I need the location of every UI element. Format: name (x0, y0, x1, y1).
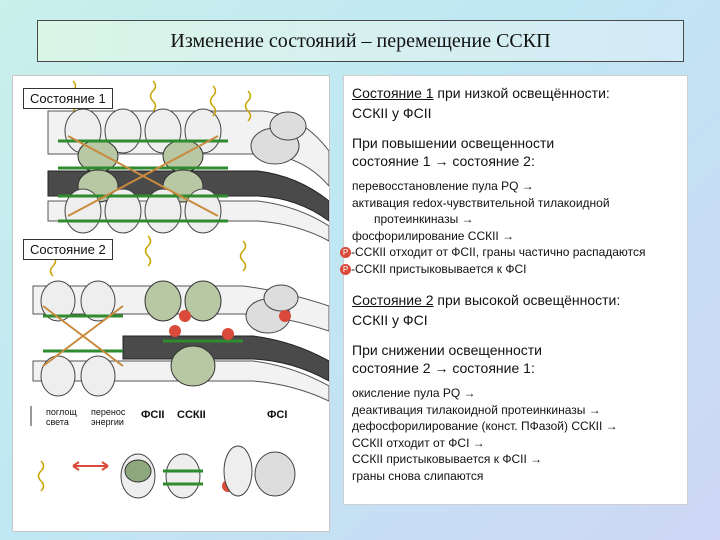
legend-lhc2-label: ССКII (177, 409, 206, 421)
state1-heading-rest: при низкой освещённости: (433, 85, 610, 101)
state2-complexes (40, 280, 299, 397)
legend-ps2-label: ФСII (141, 409, 165, 421)
state2-label: Состояние 2 (23, 239, 113, 260)
state2-transition-line1: При снижении освещенности (352, 342, 543, 358)
state1-transition-line2: состояние 1 → состояние 2: (352, 153, 535, 169)
state2-heading: Состояние 2 при высокой освещённости: (352, 291, 679, 309)
state2-step: ССКII пристыковывается к ФСII → (352, 452, 543, 466)
state1-heading-line2: ССКII у ФСII (352, 105, 432, 121)
state1-transition-line1: При повышении освещенности (352, 135, 555, 151)
state1-label: Состояние 1 (23, 88, 113, 109)
state2-heading-line2: ССКII у ФСI (352, 312, 428, 328)
diagram-drawing (30, 80, 329, 499)
state2-step: ССКII отходит от ФСI → (352, 435, 485, 450)
phospho-badge-icon: P (340, 263, 351, 275)
state-transition-diagram: Состояние 1 Состояние 2 поглощ света пер… (12, 75, 330, 532)
state2-step: деактивация тилакоидной протеинкиназы → (352, 402, 601, 417)
phospho-badge-icon: P (340, 247, 351, 259)
state2-step: граны снова слипаются (352, 468, 484, 483)
state1-step: фосфорилирование ССКII → (352, 228, 515, 243)
state1-step: активация redox-чувствительной тилакоидн… (352, 195, 610, 210)
slide-title: Изменение состояний – перемещение ССКП (170, 29, 551, 52)
state1-step: перевосстановление пула PQ → (352, 179, 534, 193)
slide-title-box: Изменение состояний – перемещение ССКП (37, 20, 684, 62)
state1-heading: Состояние 1 при низкой освещённости: (352, 84, 679, 102)
state1-heading-state: Состояние 1 (352, 85, 434, 101)
legend-drawing (30, 406, 296, 499)
state1-step-phospho: P-ССКII отходит от ФСII, граны частично … (340, 244, 679, 261)
state2-step: дефосфорилирование (конст. ПФазой) ССКII… (352, 419, 618, 433)
state2-transition-line2: состояние 2 → состояние 1: (352, 360, 535, 376)
state1-step: протеинкиназы → (374, 212, 474, 226)
legend-transfer-label: перенос энергии (91, 407, 126, 427)
state2-step: окисление пула PQ → (352, 386, 476, 400)
legend-ps1-label: ФСI (267, 409, 288, 421)
state2-heading-state: Состояние 2 (352, 292, 434, 308)
explanation-panel: Состояние 1 при низкой освещённости: ССК… (340, 75, 688, 505)
state1-step-phospho: P-ССКII пристыковывается к ФСI (340, 261, 679, 278)
legend-absorb-label: поглощ света (46, 407, 77, 427)
state2-heading-rest: при высокой освещённости: (433, 292, 621, 308)
state1-complexes (58, 108, 307, 234)
